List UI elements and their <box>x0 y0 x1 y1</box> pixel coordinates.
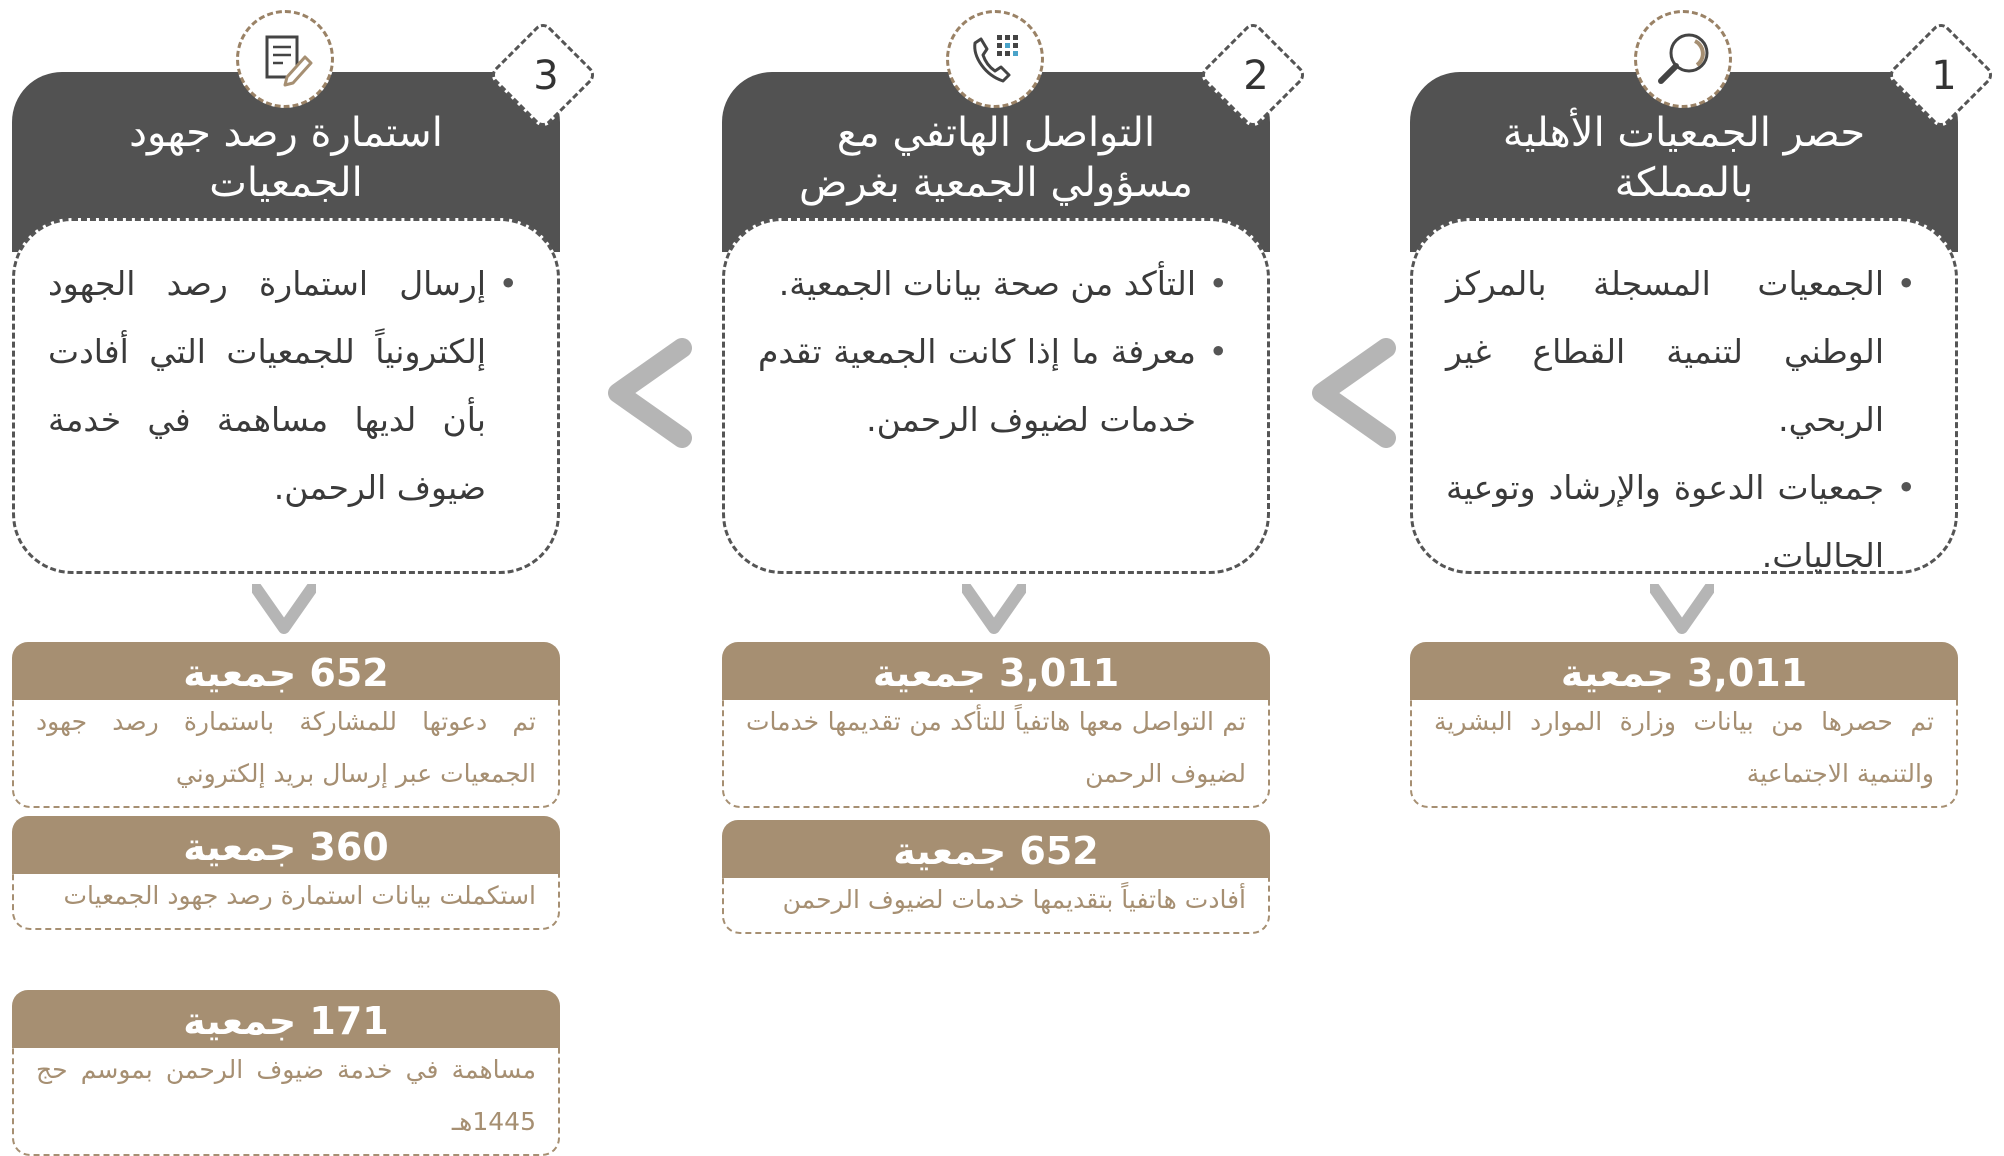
result-description: أفادت هاتفياً بتقديمها خدمات لضيوف الرحم… <box>722 874 1270 934</box>
step-bullets: إرسال استمارة رصد الجهود إلكترونياً للجم… <box>48 250 518 522</box>
step-1: 1 حصر الجمعيات الأهلية بالمملكة الجمعيات… <box>1410 0 1997 1138</box>
step-title-line: مسؤولي الجمعية بغرض <box>799 160 1193 206</box>
bullet-item: إرسال استمارة رصد الجهود إلكترونياً للجم… <box>48 250 518 522</box>
result-count: 3,011 جمعية <box>1410 642 1958 700</box>
bullet-item: الجمعيات المسجلة بالمركز الوطني لتنمية ا… <box>1446 250 1916 454</box>
step-title-line: الجمعيات <box>209 160 363 206</box>
step-number: 3 <box>533 53 559 99</box>
result-count: 360 جمعية <box>12 816 560 874</box>
result-count: 3,011 جمعية <box>722 642 1270 700</box>
form-pencil-icon <box>236 10 334 108</box>
result-card: 3,011 جمعية تم التواصل معها هاتفياً للتأ… <box>722 642 1270 808</box>
result-description: مساهمة في خدمة ضيوف الرحمن بموسم حج 1445… <box>12 1044 560 1156</box>
step-title-line: استمارة رصد جهود <box>129 110 443 156</box>
bullet-item: جمعيات الدعوة والإرشاد وتوعية الجاليات. <box>1446 454 1916 590</box>
chevron-down-icon <box>252 584 316 634</box>
step-2: 2 التواصل الهاتفي مع مسؤولي الجمعية بغرض… <box>722 0 1309 1138</box>
bullet-item: التأكد من صحة بيانات الجمعية. <box>758 250 1228 318</box>
result-card: 171 جمعية مساهمة في خدمة ضيوف الرحمن بمو… <box>12 990 560 1156</box>
step-title: حصر الجمعيات الأهلية بالمملكة <box>1430 108 1938 208</box>
chevron-left-icon <box>1312 338 1396 448</box>
result-count: 171 جمعية <box>12 990 560 1048</box>
step-title: التواصل الهاتفي مع مسؤولي الجمعية بغرض <box>742 108 1250 208</box>
result-description: تم دعوتها للمشاركة باستمارة رصد جهود الج… <box>12 696 560 808</box>
step-title-line: التواصل الهاتفي مع <box>836 110 1156 156</box>
step-bullets: التأكد من صحة بيانات الجمعية. معرفة ما إ… <box>758 250 1228 454</box>
result-card: 360 جمعية استكملت بيانات استمارة رصد جهو… <box>12 816 560 930</box>
result-count: 652 جمعية <box>722 820 1270 878</box>
result-description: تم حصرها من بيانات وزارة الموارد البشرية… <box>1410 696 1958 808</box>
chevron-down-icon <box>962 584 1026 634</box>
result-description: تم التواصل معها هاتفياً للتأكد من تقديمه… <box>722 696 1270 808</box>
result-card: 3,011 جمعية تم حصرها من بيانات وزارة الم… <box>1410 642 1958 808</box>
step-title-line: حصر الجمعيات الأهلية <box>1502 110 1866 156</box>
bullet-item: معرفة ما إذا كانت الجمعية تقدم خدمات لضي… <box>758 318 1228 454</box>
step-title: استمارة رصد جهود الجمعيات <box>32 108 540 208</box>
result-card: 652 جمعية أفادت هاتفياً بتقديمها خدمات ل… <box>722 820 1270 934</box>
result-count: 652 جمعية <box>12 642 560 700</box>
step-title-line: بالمملكة <box>1614 160 1754 206</box>
chevron-left-icon <box>608 338 692 448</box>
result-card: 652 جمعية تم دعوتها للمشاركة باستمارة رص… <box>12 642 560 808</box>
result-description: استكملت بيانات استمارة رصد جهود الجمعيات <box>12 870 560 930</box>
step-number: 1 <box>1931 53 1957 99</box>
magnifier-icon <box>1634 10 1732 108</box>
step-number: 2 <box>1243 53 1269 99</box>
step-bullets: الجمعيات المسجلة بالمركز الوطني لتنمية ا… <box>1446 250 1916 590</box>
phone-keypad-icon <box>946 10 1044 108</box>
step-3: 3 استمارة رصد جهود الجمعيات إرسال استمار… <box>12 0 599 1156</box>
chevron-down-icon <box>1650 584 1714 634</box>
